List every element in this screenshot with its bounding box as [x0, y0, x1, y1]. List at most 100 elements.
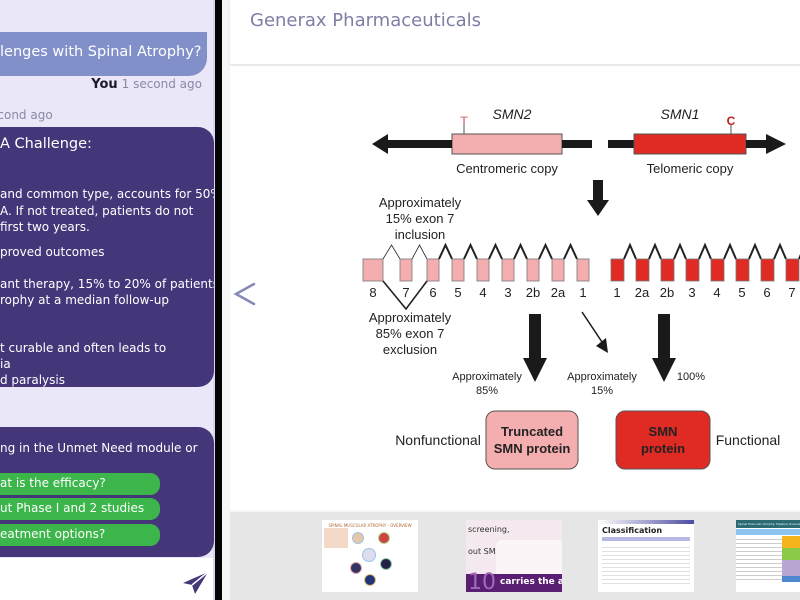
truncated-percent: Approximately: [452, 371, 522, 383]
splice-junction: [723, 242, 737, 260]
thumbnail-circle: [352, 532, 364, 544]
smn1-exon-label: 3: [688, 285, 695, 300]
thumbnail-cell: [782, 560, 800, 576]
smn2-exon-label: 2b: [526, 285, 540, 300]
bot-message-line: proved outcomes: [0, 245, 105, 259]
slide-thumbnail[interactable]: screening, out SMA. 10 carries the abn: [466, 520, 562, 592]
bot-message-line: ant therapy, 15% to 20% of patients: [0, 277, 214, 291]
smn1-exon: [760, 258, 775, 282]
thumbnail-table-header: [602, 537, 690, 541]
bot-message-line: A. If not treated, patients do not: [0, 204, 194, 218]
thumbnail-text: out SMA.: [468, 547, 504, 556]
chat-panel-edge: [213, 0, 215, 600]
smn1-gene-bar: [633, 133, 747, 155]
smn2-exon-label: 7: [402, 285, 409, 300]
thumbnail-strip: SPINAL MUSCULAR ATROPHY - OVERVIEW scree…: [230, 512, 800, 600]
smn2-flank: [562, 140, 592, 148]
thumbnail-box: [324, 528, 348, 548]
smn1-exon-label: 4: [713, 285, 720, 300]
smn1-exon: [660, 258, 675, 282]
thumbnail-image: [496, 540, 562, 576]
panel-divider[interactable]: [215, 0, 222, 600]
truncated-protein-label: SMN protein: [494, 441, 571, 456]
smn2-exon: [526, 258, 540, 282]
smn1-exon: [610, 258, 625, 282]
smn2-exon-label: 3: [504, 285, 511, 300]
smn1-exon-label: 1: [613, 285, 620, 300]
message-input[interactable]: [0, 558, 213, 600]
smn2-exon: [551, 258, 565, 282]
splice-junction: [382, 244, 401, 260]
truncated-protein-label: Truncated: [501, 424, 563, 439]
thumbnail-title: SPINAL MUSCULAR ATROPHY - OVERVIEW: [328, 523, 412, 528]
truncated-arrow-stem: [529, 314, 541, 358]
smn2-exon-label: 5: [454, 285, 461, 300]
smn1-flank: [608, 140, 634, 148]
suggestion-chip[interactable]: eatment options?: [0, 524, 160, 546]
smn1-arrow-icon: [652, 358, 676, 382]
splice-junction: [673, 242, 687, 260]
user-sender: You: [91, 77, 118, 92]
inclusion-label: Approximately: [379, 195, 462, 210]
thumbnail-banner: 10 carries the abn: [466, 570, 562, 592]
telomeric-label: Telomeric copy: [647, 161, 734, 176]
bot-message-heading: A Challenge:: [0, 136, 92, 152]
smn1-exon: [785, 258, 800, 282]
slide-thumbnail[interactable]: Spinal Muscular Atrophy: Pipeline Overvi…: [736, 520, 800, 592]
splice-junction: [463, 242, 478, 260]
chevron-left-icon[interactable]: [230, 278, 260, 310]
exclusion-splice: [382, 280, 428, 311]
slide-thumbnail[interactable]: SPINAL MUSCULAR ATROPHY - OVERVIEW: [322, 520, 418, 592]
thumbnail-banner-text: carries the abn: [500, 577, 562, 587]
suggestion-chip[interactable]: ut Phase I and 2 studies: [0, 498, 160, 520]
smn1-exon-label: 2b: [660, 285, 674, 300]
down-arrow-icon: [587, 200, 609, 216]
full-length-arrow-icon: [596, 338, 608, 353]
centromeric-label: Centromeric copy: [456, 161, 558, 176]
thumbnail-title: Classification: [602, 526, 663, 535]
smn1-percent: 100%: [677, 371, 705, 383]
splice-junction: [488, 242, 503, 260]
smn2-exon-label: 1: [579, 285, 586, 300]
full-length-arrow-line: [581, 311, 603, 343]
down-arrow-stem: [593, 180, 603, 200]
suggestion-chip[interactable]: at is the efficacy?: [0, 473, 160, 495]
smn2-exon: [476, 258, 490, 282]
exclusion-label: exclusion: [383, 342, 437, 357]
splice-junction: [648, 242, 662, 260]
smn2-exon: [399, 258, 413, 282]
bot-message-line: and common type, accounts for 50%: [0, 187, 214, 201]
slide-thumbnail[interactable]: Classification: [598, 520, 694, 592]
left-arrow-icon: [372, 134, 405, 154]
splice-junction: [748, 242, 762, 260]
truncated-protein-box: [485, 410, 579, 470]
paper-plane-icon[interactable]: [181, 571, 209, 595]
smn2-exon-label: 6: [429, 285, 436, 300]
company-title: Generax Pharmaceuticals: [250, 10, 481, 31]
thumbnail-title: Spinal Muscular Atrophy: Pipeline Overvi…: [736, 520, 800, 528]
splice-junction: [438, 242, 453, 260]
inclusion-label: inclusion: [395, 227, 446, 242]
splice-junction: [513, 242, 528, 260]
viewer-header: Generax Pharmaceuticals: [230, 0, 800, 64]
thumbnail-circle: [378, 532, 390, 544]
full-length-percent: 15%: [591, 385, 613, 397]
bot-message-bubble: A Challenge: and common type, accounts f…: [0, 127, 214, 387]
thumbnail-cell: [782, 576, 800, 582]
smn2-exon-label: 2a: [551, 285, 566, 300]
thumbnail-circle: [350, 562, 362, 574]
splice-junction: [538, 242, 553, 260]
smn2-exon: [501, 258, 515, 282]
thumbnail-cell: [782, 548, 800, 560]
smn2-exon-label: 8: [369, 285, 376, 300]
bot-message-time: econd ago: [0, 108, 53, 122]
inclusion-label: 15% exon 7: [386, 211, 455, 226]
smn-protein-label: protein: [641, 441, 685, 456]
splice-junction: [623, 242, 637, 260]
smn1-label: SMN1: [661, 106, 700, 122]
thumbnail-circle: [380, 558, 392, 570]
